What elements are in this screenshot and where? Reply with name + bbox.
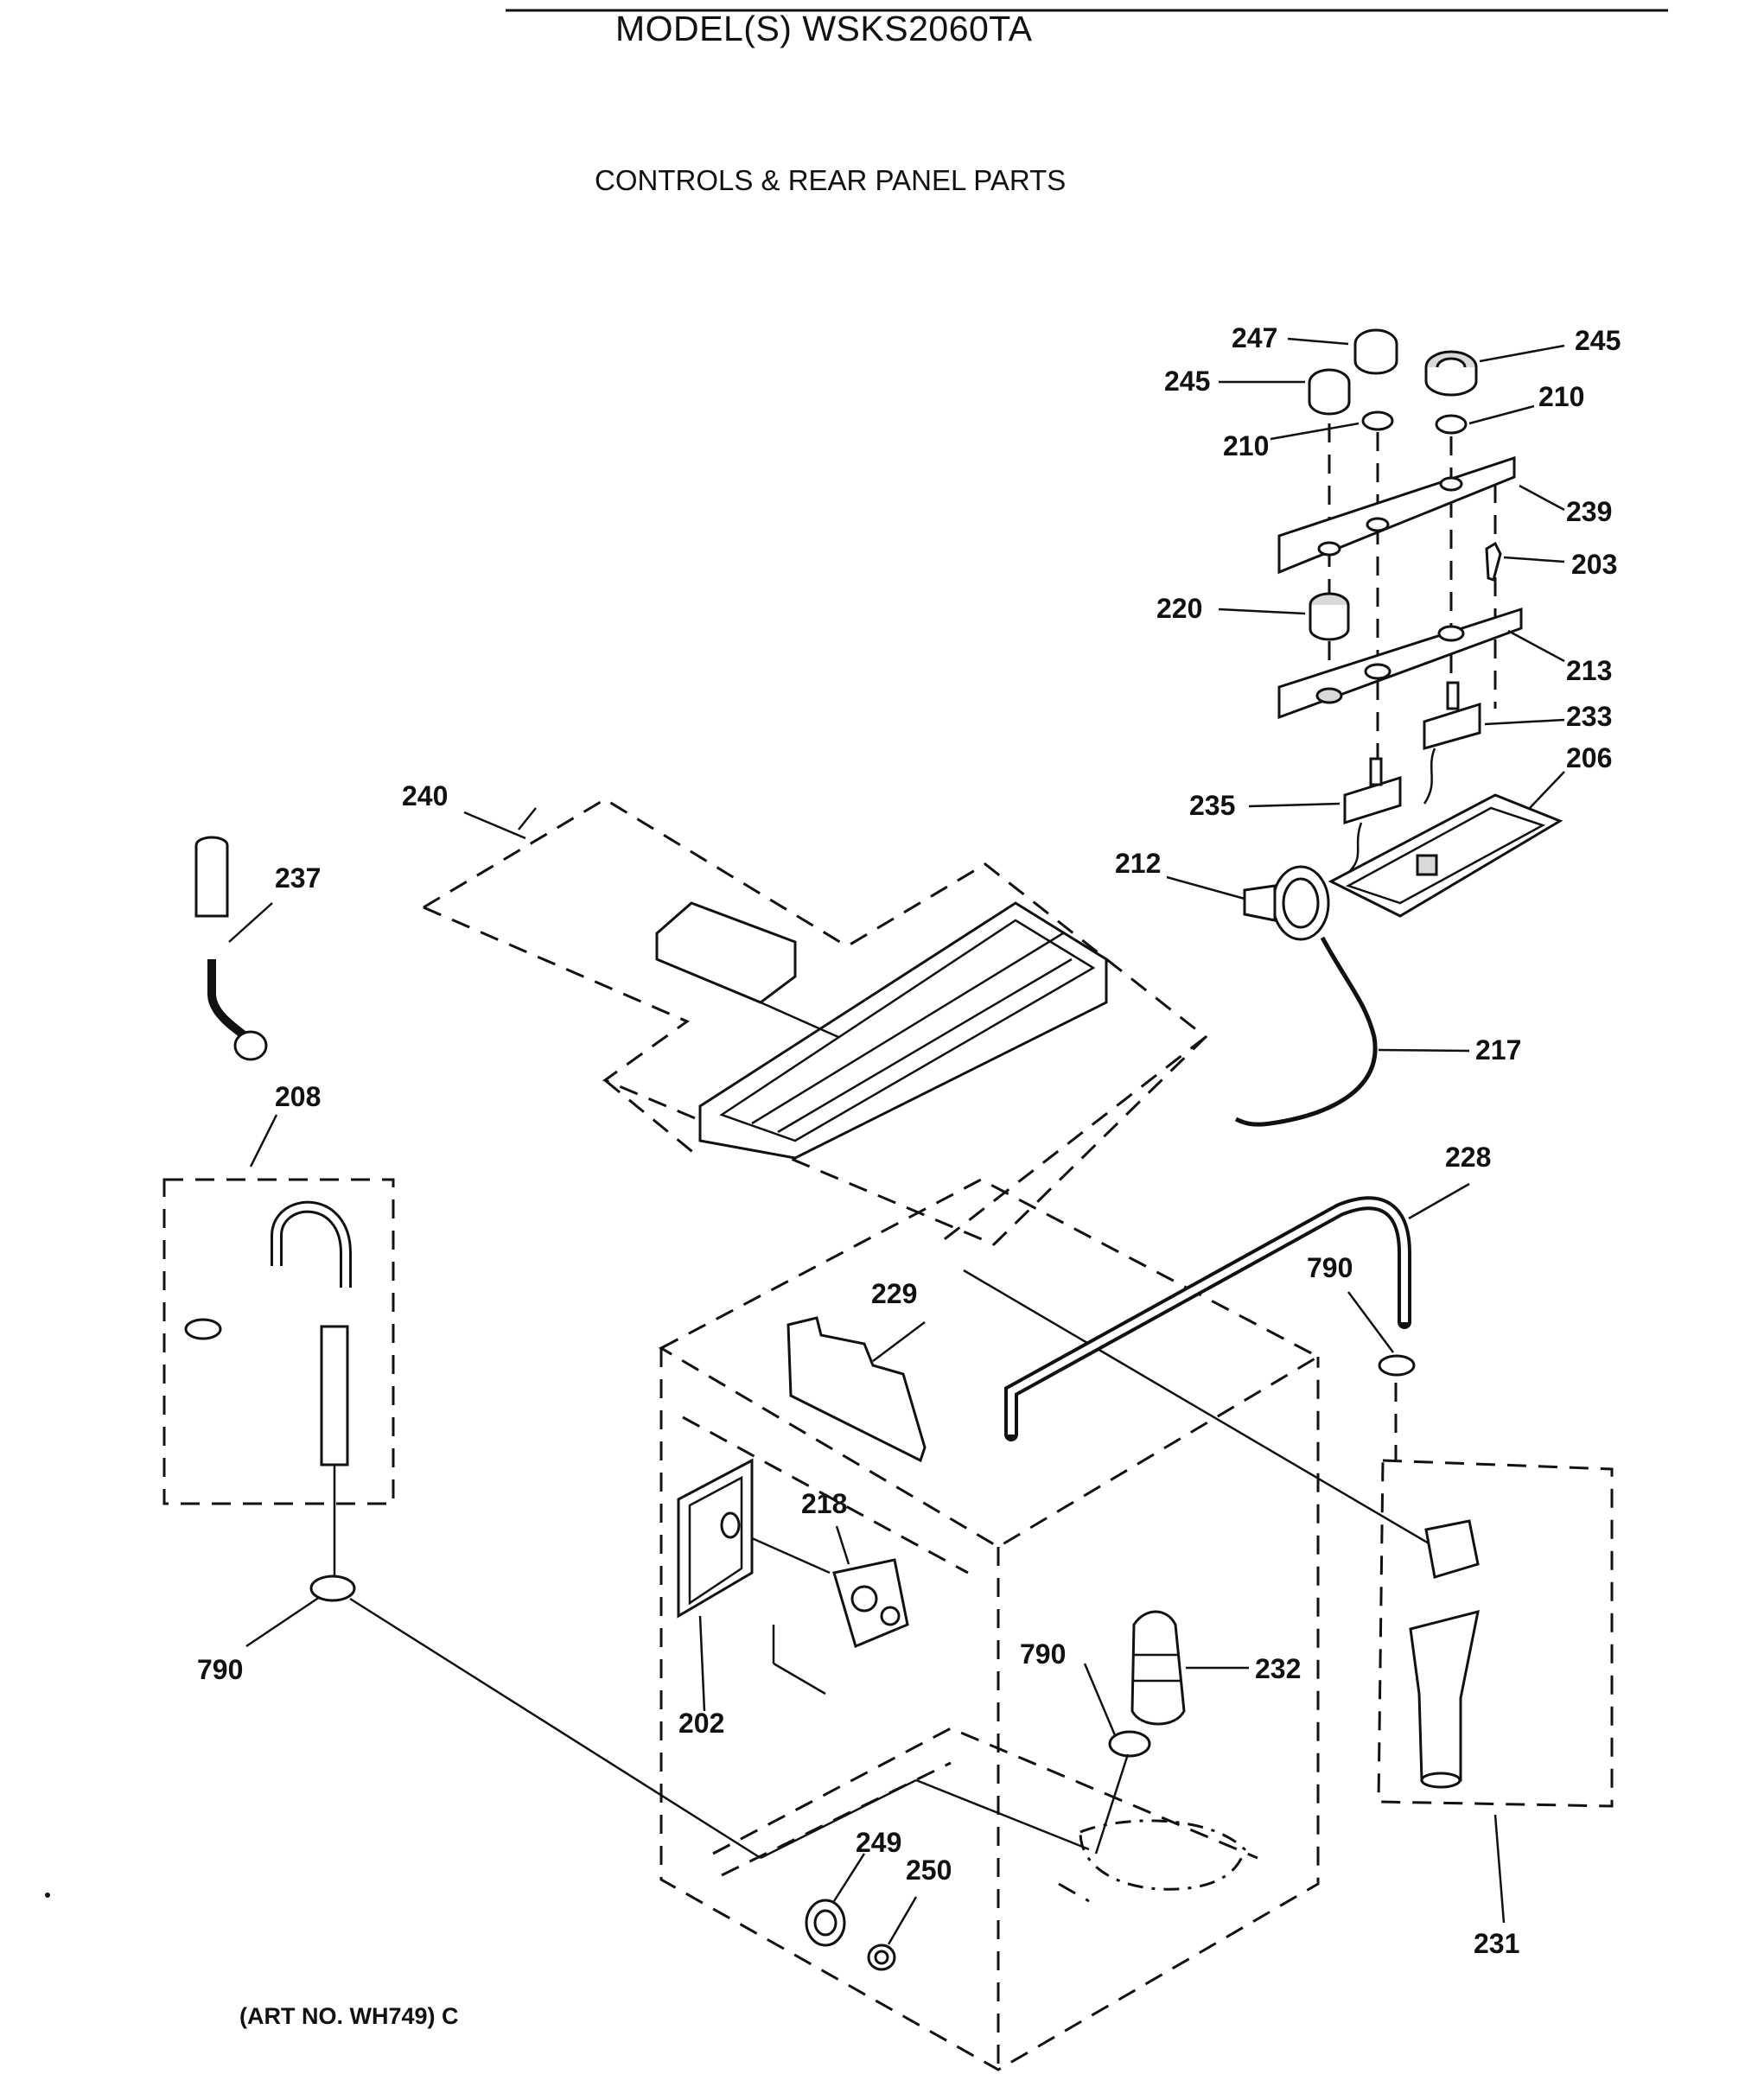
part-label: 210 [1538,381,1584,412]
part-label: 790 [1020,1638,1066,1670]
washer-210-left [1361,410,1394,431]
plug-250 [867,1944,896,1971]
panel-229 [786,1316,927,1463]
switch-233 [1423,681,1481,805]
filter-mesh [1079,1819,1246,1891]
stray-dot [45,1893,50,1898]
art-number: (ART NO. WH749) C [239,2003,459,2029]
clamp-790-left [309,1575,356,1602]
knob-220 [1309,592,1350,641]
part-label: 249 [856,1827,901,1858]
clamp-790-right [1378,1354,1416,1377]
part-label: 233 [1566,701,1612,732]
part-label: 245 [1164,366,1210,397]
part-label: 790 [1307,1252,1353,1283]
part-232 [1094,1610,1186,1855]
control-panel-239 [1277,455,1516,575]
cabinet-outline [349,1178,1436,2071]
valve-218 [772,1558,909,1695]
part-label: 247 [1232,322,1277,353]
part-label: 220 [1156,593,1202,624]
console-240 [423,798,1208,1246]
housing-206 [1328,793,1563,918]
dispenser-231 [1377,1383,1614,1808]
part-label: 228 [1445,1142,1491,1173]
part-labels: 202 203 206 208 210 210 212 213 217 218 … [197,322,1621,1959]
model-title: MODEL(S) WSKS2060TA [615,9,1033,48]
part-label: 208 [275,1081,321,1112]
part-label: 217 [1475,1034,1521,1066]
part-label: 237 [275,862,321,894]
switch-235 [1343,757,1402,874]
part-label: 212 [1115,848,1161,879]
section-title: CONTROLS & REAR PANEL PARTS [595,164,1067,196]
part-label: 790 [197,1654,243,1685]
part-label: 206 [1566,742,1612,773]
part-label: 232 [1255,1653,1301,1684]
clamp-790-center [1108,1730,1151,1758]
hose-237 [194,836,268,1061]
part-label: 239 [1566,496,1612,527]
part-label: 245 [1575,325,1621,356]
part-label: 203 [1571,549,1617,580]
control-knobs-group [1308,328,1497,778]
leader-lines [228,337,1565,1945]
part-label: 250 [906,1855,952,1886]
part-label: 235 [1189,790,1235,821]
washer-210-right [1435,414,1468,435]
pressure-switch-212 [1243,865,1330,941]
part-label: 210 [1223,430,1269,461]
pressure-tube-217 [1234,936,1378,1127]
part-label: 240 [402,780,448,811]
drain-hose-208 [162,1178,395,1577]
hose-228 [1004,1196,1411,1441]
part-label: 218 [801,1488,847,1519]
screw-203 [1485,541,1502,582]
part-label: 231 [1474,1928,1519,1959]
part-label: 229 [871,1278,917,1309]
part-label: 202 [678,1708,724,1739]
part-label: 213 [1566,655,1612,686]
plate-202 [677,1458,831,1619]
grommet-249 [805,1899,846,1947]
